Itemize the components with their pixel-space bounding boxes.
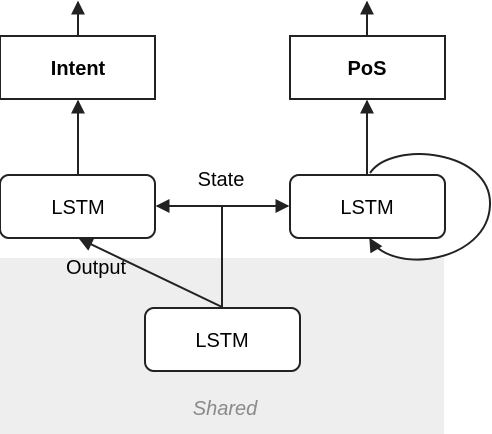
lstm-right-label: LSTM xyxy=(340,197,393,219)
state-label: State xyxy=(198,169,245,191)
intent-label: Intent xyxy=(51,58,106,80)
lstm-left-node: LSTM xyxy=(0,174,156,239)
pos-label: PoS xyxy=(348,58,387,80)
lstm-shared-node: LSTM xyxy=(144,307,301,372)
shared-label: Shared xyxy=(193,398,258,420)
output-label: Output xyxy=(66,257,126,279)
lstm-shared-label: LSTM xyxy=(195,330,248,352)
output-arrow xyxy=(78,238,223,308)
intent-node: Intent xyxy=(0,35,156,100)
pos-node: PoS xyxy=(289,35,446,100)
lstm-right-node: LSTM xyxy=(289,174,446,239)
lstm-right-self-loop xyxy=(369,153,492,261)
lstm-left-label: LSTM xyxy=(51,197,104,219)
